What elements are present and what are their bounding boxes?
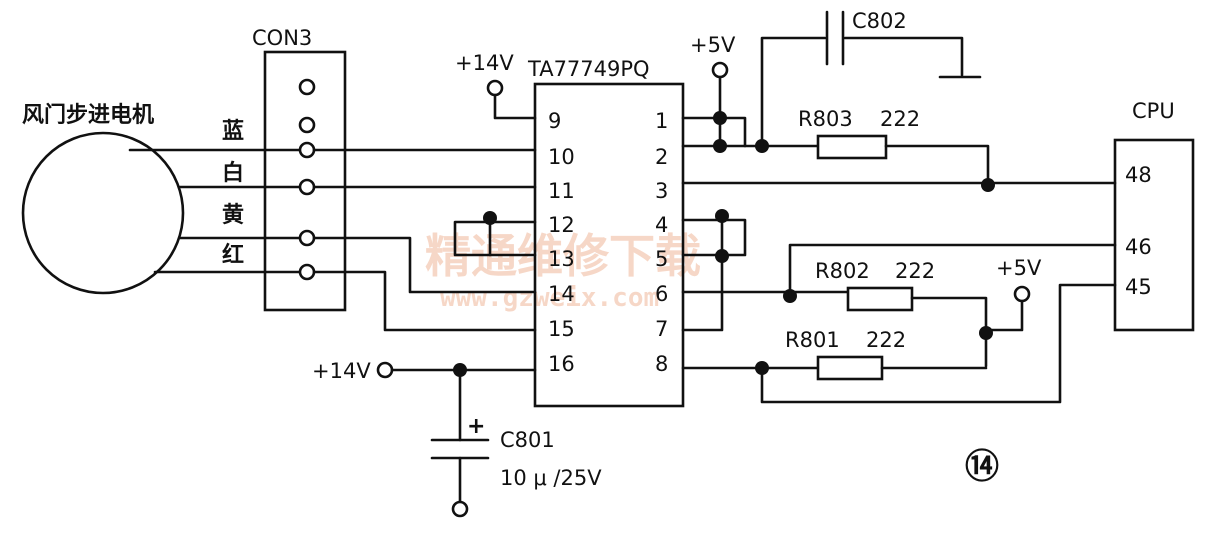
connector-pins [298, 78, 316, 281]
supply-5v-right-label: +5V [996, 256, 1042, 280]
connector-label: CON3 [252, 26, 312, 50]
ic-pin-16: 16 [548, 352, 575, 376]
cpu-pin-45: 45 [1125, 275, 1152, 299]
junction-5v-right [979, 326, 993, 340]
cpu-label: CPU [1132, 99, 1175, 123]
watermark-url: www.gzweix.com [440, 283, 659, 313]
motor-wires [128, 148, 309, 274]
stepper-motor-symbol [21, 131, 185, 295]
r802-value: 222 [895, 259, 935, 283]
junction-cpu48 [981, 178, 995, 192]
c801-value: 10 μ /25V [500, 466, 602, 490]
wire-cpu45 [760, 283, 1117, 404]
r802-label: R802 [815, 259, 870, 283]
capacitor-c802 [825, 10, 845, 66]
supply-14v-top-terminal [486, 79, 504, 97]
wire-pin9 [493, 93, 537, 120]
figure-number: ⑭ [965, 447, 999, 487]
ic-pin-6: 6 [655, 282, 668, 306]
wire-r802-out [910, 296, 988, 368]
ic-ta77749pq [533, 82, 685, 408]
supply-14v-bottom-terminal [376, 361, 394, 379]
supply-5v-right-terminal [1013, 285, 1031, 303]
ic-pin-3: 3 [655, 179, 668, 203]
wire-color-blue: 蓝 [222, 119, 244, 144]
ic-pin-5: 5 [655, 247, 668, 271]
ic-label: TA77749PQ [527, 57, 650, 81]
wire-cpu46 [788, 243, 1117, 298]
pin4-5-bridge [681, 209, 747, 332]
ic-pin-11: 11 [548, 179, 575, 203]
wire-color-white: 白 [222, 160, 244, 186]
wire-c802-right [843, 36, 964, 77]
wire-color-red: 红 [222, 242, 244, 268]
ic-pin-13: 13 [548, 247, 575, 271]
c801-polarity: + [467, 414, 485, 439]
resistor-r802 [846, 286, 914, 312]
ic-pin-8: 8 [655, 352, 668, 376]
ic-pin-1: 1 [655, 109, 668, 133]
wire-c802-left [760, 36, 827, 148]
cpu-pin-48: 48 [1125, 163, 1152, 187]
supply-5v-top-label: +5V [690, 33, 736, 57]
ic-pin-7: 7 [655, 317, 668, 341]
ic-pin-14: 14 [548, 282, 575, 306]
r803-label: R803 [798, 107, 853, 131]
pin1-2-network [681, 75, 822, 153]
supply-14v-top-label: +14V [455, 51, 514, 75]
c802-label: C802 [852, 9, 907, 33]
supply-5v-top-terminal [711, 61, 729, 79]
wire-r803-out [884, 144, 990, 185]
pin12-13-bridge [453, 211, 537, 257]
ic-pin-15: 15 [548, 317, 575, 341]
r803-value: 222 [880, 107, 920, 131]
motor-title: 风门步进电机 [22, 102, 154, 128]
connector-to-ic-wires [312, 148, 537, 332]
ic-pin-4: 4 [655, 213, 668, 237]
wire-color-yellow: 黄 [222, 203, 244, 228]
c801-label: C801 [500, 428, 555, 452]
cpu-pin-46: 46 [1125, 235, 1152, 259]
connector-con3 [263, 50, 347, 312]
supply-14v-bottom-label: +14V [312, 359, 371, 383]
resistor-r803 [816, 134, 888, 160]
resistor-r801 [816, 355, 884, 381]
ic-pin-2: 2 [655, 145, 668, 169]
ic-pin-12: 12 [548, 213, 575, 237]
ic-pin-10: 10 [548, 145, 575, 169]
r801-label: R801 [785, 328, 840, 352]
capacitor-c801 [430, 438, 490, 460]
ic-pin-9: 9 [548, 109, 561, 133]
c801-ground-terminal [451, 500, 469, 518]
r801-value: 222 [866, 328, 906, 352]
cpu-box [1113, 138, 1195, 332]
wire-5v-right [984, 299, 1024, 332]
